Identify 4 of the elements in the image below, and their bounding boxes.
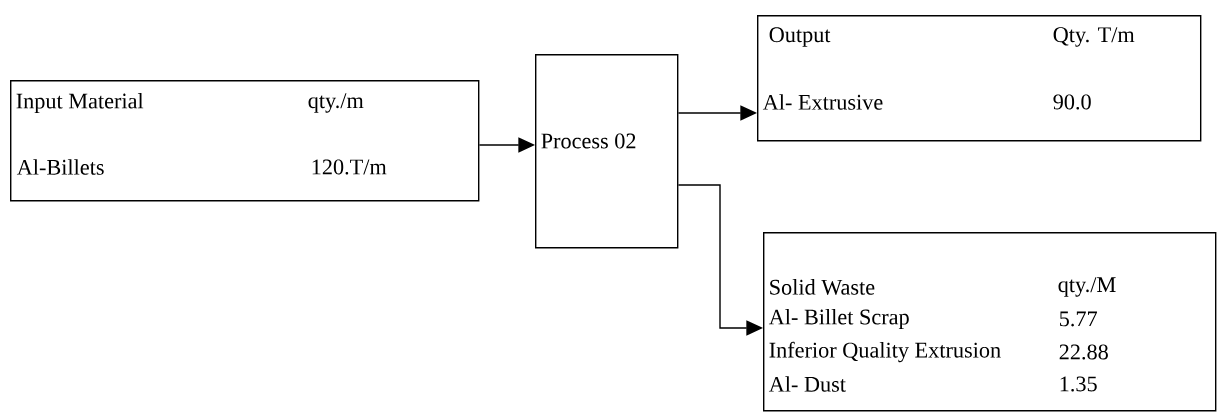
waste-table-box: Solid Waste qty./M Al- Billet Scrap 5.77 Inferior Quality Extrusion 22.88 Al- Dust 1.35 xyxy=(763,232,1217,412)
material-table-box: Input Material qty./m Al-Billets 120.T/m xyxy=(10,80,480,202)
output-table-box: Output Qty. T/m Al- Extrusive 90.0 xyxy=(757,15,1202,142)
process-box: Process 02 xyxy=(535,54,679,249)
